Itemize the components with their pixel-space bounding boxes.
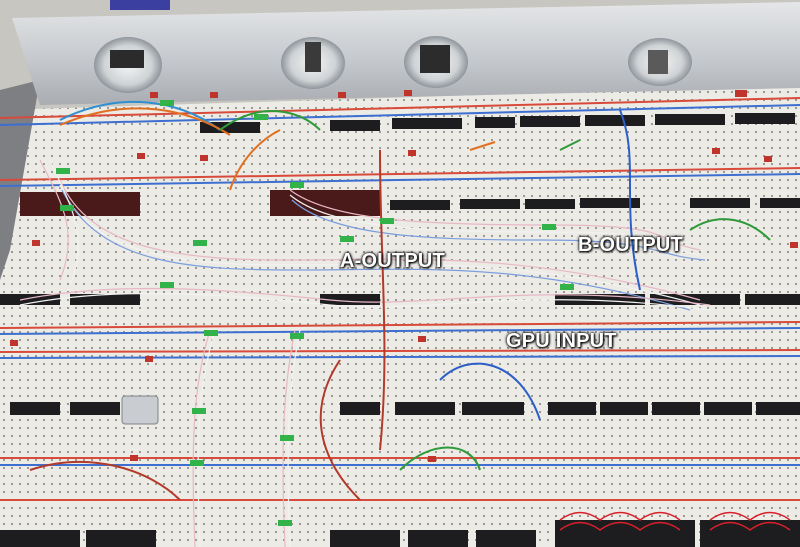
cable-ties — [56, 100, 574, 526]
ic-chips — [0, 113, 800, 547]
b-output-label: B-OUTPUT — [578, 234, 683, 256]
gpu-input-label: GPU INPUT — [506, 330, 617, 352]
breadboard-surface — [0, 85, 800, 547]
a-output-label: A-OUTPUT — [340, 250, 445, 272]
capacitors — [10, 90, 798, 462]
jumper-wires — [29, 100, 771, 501]
